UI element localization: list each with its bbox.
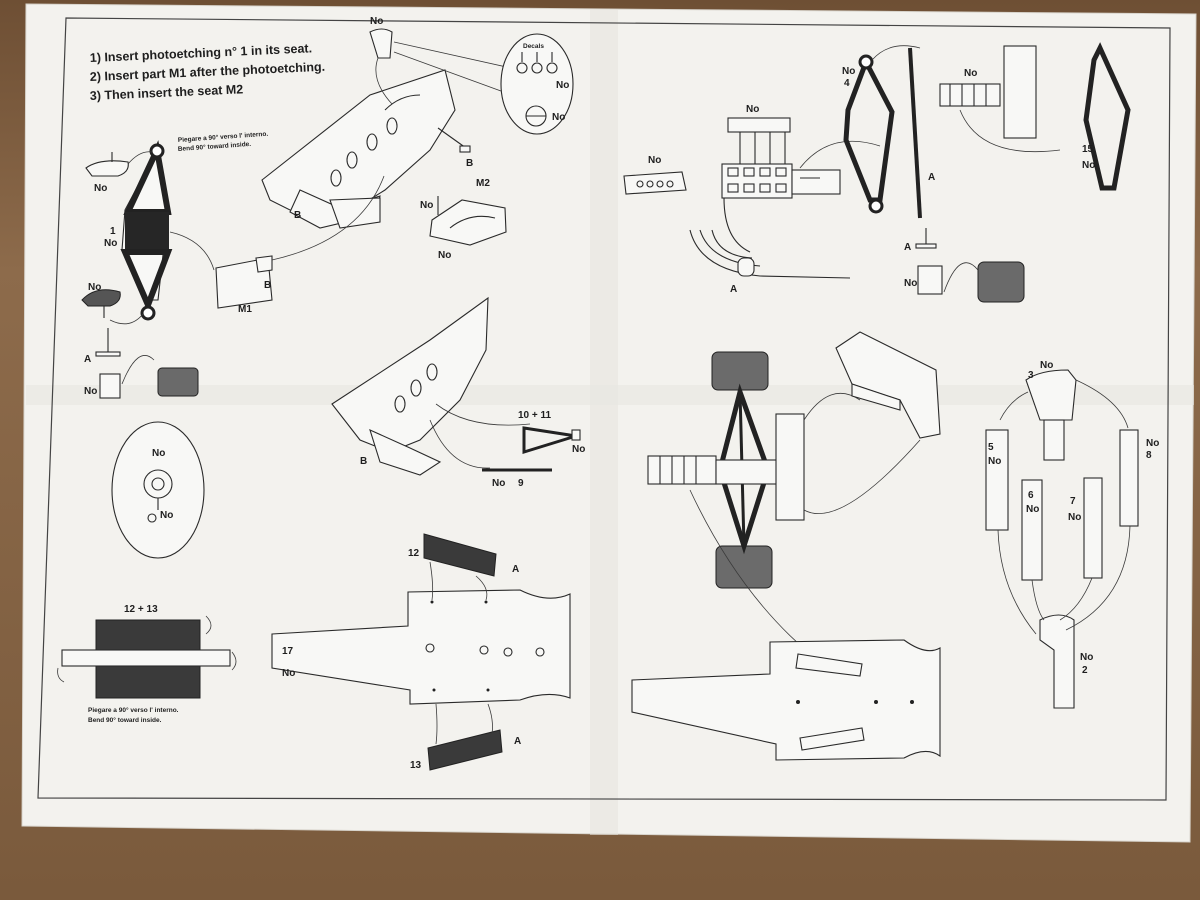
chassis-body-middle <box>331 296 531 476</box>
textured-pad-right <box>977 261 1025 303</box>
label-m2: M2 <box>476 178 490 189</box>
mirror-part-lower <box>81 289 144 325</box>
horizontal-fold <box>26 385 1194 405</box>
vertical-fold <box>590 10 618 835</box>
label-m1: M1 <box>238 304 252 315</box>
label-no: No <box>572 444 585 455</box>
gearbox-top <box>939 45 1061 153</box>
rear-wing <box>835 331 941 439</box>
floor-right <box>631 639 941 761</box>
small-mirror-part <box>85 151 153 177</box>
label-no: No <box>84 386 97 397</box>
bend-note-it: Piegare a 90° verso l' interno. <box>88 706 179 714</box>
label-no: No <box>282 668 295 679</box>
label-no: No <box>492 478 505 489</box>
label-part-2: 2 <box>1082 665 1088 676</box>
label-no: No <box>88 282 101 293</box>
label-b: B <box>466 158 473 169</box>
label-part-10-11: 10 + 11 <box>518 410 552 421</box>
label-no: No <box>370 16 383 27</box>
label-no: No <box>1146 438 1159 449</box>
label-part-4: 4 <box>844 78 850 89</box>
label-part-12-13: 12 + 13 <box>124 604 158 615</box>
rear-suspension <box>647 383 921 701</box>
pedal-balloon <box>111 421 205 559</box>
label-no: No <box>556 80 569 91</box>
label-no: No <box>1026 504 1039 515</box>
label-no: No <box>964 68 977 79</box>
label-a: A <box>730 284 737 295</box>
label-no: No <box>842 66 855 77</box>
radiator-13 <box>427 703 503 771</box>
bend-note-en: Bend 90° toward inside. <box>88 716 162 724</box>
label-no: No <box>988 456 1001 467</box>
label-no: No <box>552 112 565 123</box>
exhaust-plate <box>623 171 687 195</box>
stand-a-left <box>95 328 155 399</box>
rod-b-top <box>437 127 471 153</box>
label-no: No <box>1082 160 1095 171</box>
label-a: A <box>84 354 91 365</box>
frame-15 <box>1083 42 1131 191</box>
radiator-12 <box>423 533 497 601</box>
label-no: No <box>904 278 917 289</box>
label-a: A <box>928 172 935 183</box>
radiator-12-13 <box>57 615 237 699</box>
label-no: No <box>420 200 433 211</box>
label-a: A <box>904 242 911 253</box>
photoetch-frame-1 <box>120 140 173 321</box>
chassis-body-top <box>261 69 456 261</box>
label-part-8: 8 <box>1146 450 1152 461</box>
rod-a-right <box>908 47 979 295</box>
printed-border <box>37 17 1171 801</box>
rear-tyre-top <box>711 351 769 391</box>
label-part-1: 1 <box>110 226 116 237</box>
no-part-top <box>369 28 521 105</box>
label-no: No <box>438 250 451 261</box>
label-no: No <box>648 155 661 166</box>
label-no: No <box>152 448 165 459</box>
label-part-13: 13 <box>410 760 422 771</box>
label-a: A <box>512 564 519 575</box>
seat-m2 <box>429 196 507 246</box>
label-part-6: 6 <box>1028 490 1034 501</box>
label-part-17: 17 <box>282 646 294 657</box>
label-no: No <box>94 183 107 194</box>
label-no: No <box>104 238 117 249</box>
textured-pad-left <box>157 367 199 397</box>
label-no: No <box>1080 652 1093 663</box>
label-no: No <box>1040 360 1053 371</box>
engine-block <box>689 117 881 279</box>
label-part-9: 9 <box>518 478 524 489</box>
label-part-7: 7 <box>1070 496 1076 507</box>
floor-17 <box>271 589 571 705</box>
instruction-3: 3) Then insert the seat M2 <box>90 82 244 103</box>
label-b: B <box>360 456 367 467</box>
decals-balloon <box>500 33 574 135</box>
label-part-3: 3 <box>1028 370 1034 381</box>
label-part-15: 15 <box>1082 144 1094 155</box>
label-no: No <box>746 104 759 115</box>
label-b: B <box>264 280 271 291</box>
label-a: A <box>514 736 521 747</box>
rear-frame-4 <box>843 45 921 214</box>
sidepod-assembly <box>985 369 1139 709</box>
label-no: No <box>160 510 173 521</box>
label-no: No <box>1068 512 1081 523</box>
decals-label: Decals <box>523 43 544 50</box>
label-part-5: 5 <box>988 442 994 453</box>
label-part-12: 12 <box>408 548 420 559</box>
part-m1 <box>169 231 273 309</box>
wishbone-10-11 <box>482 426 581 472</box>
label-b: B <box>294 210 301 221</box>
